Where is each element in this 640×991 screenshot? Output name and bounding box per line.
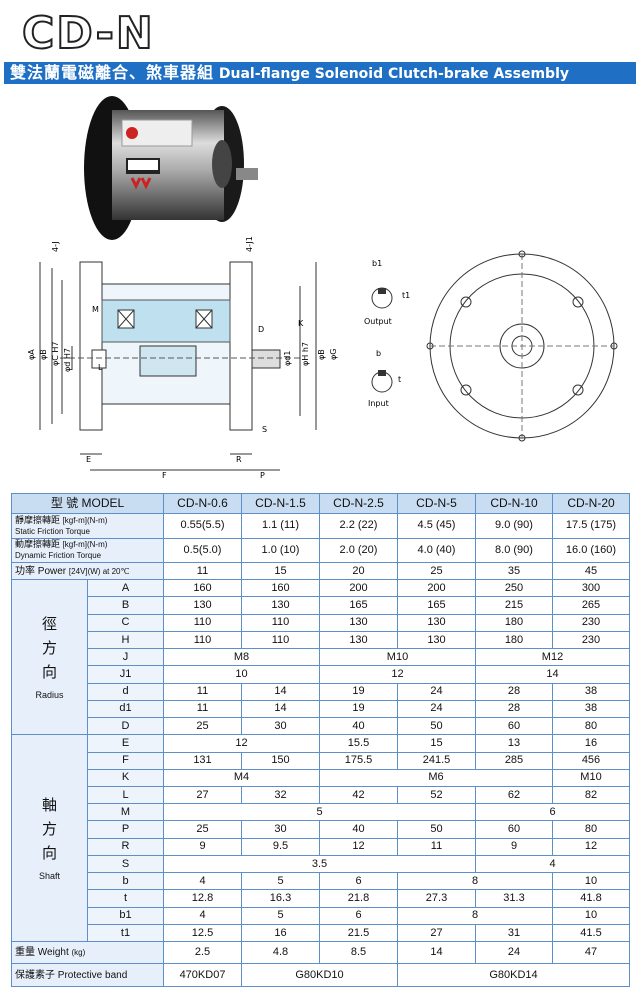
label-phi-b: φB xyxy=(39,349,48,360)
table-row: 動摩擦轉距 [kgf-m](N-m) Dynamic Friction Torq… xyxy=(11,537,630,563)
label-phi-h: φH h7 xyxy=(301,342,310,366)
table-row: 功率 Power [24V](W) at 20℃ 11 15 20 25 35 … xyxy=(11,561,630,581)
label-input: Input xyxy=(368,399,389,408)
svg-text:CD-N: CD-N xyxy=(22,8,155,56)
technical-drawing: 4-J 4-J1 M φA φB φC H7 φd H7 L D K φd1 φ… xyxy=(27,236,618,480)
label-4j1: 4-J1 xyxy=(245,236,254,252)
label-phi-c: φC H7 xyxy=(51,341,60,366)
banner-chinese: 雙法蘭電磁離合、煞車器組 xyxy=(10,63,215,82)
label-4j: 4-J xyxy=(51,241,60,252)
label-phi-b-right: φB xyxy=(317,349,326,360)
power-label: 功率 Power [24V](W) at 20℃ xyxy=(11,561,164,581)
label-d-cap: D xyxy=(258,325,264,334)
label-t: t xyxy=(398,375,401,384)
label-k: K xyxy=(298,319,304,328)
spec-table: 型 號 MODEL CD-N-0.6 CD-N-1.5 CD-N-2.5 CD-… xyxy=(11,492,630,987)
label-b: b xyxy=(376,349,381,358)
product-photo xyxy=(84,96,258,240)
label-phi-d: φd H7 xyxy=(63,348,72,372)
static-torque-label: 靜摩擦轉距 [kgf-m](N-m) Static Friction Torqu… xyxy=(11,513,164,539)
label-m: M xyxy=(92,305,99,314)
dynamic-torque-label: 動摩擦轉距 [kgf-m](N-m) Dynamic Friction Torq… xyxy=(11,537,164,563)
title-banner: 雙法蘭電磁離合、煞車器組 Dual-flange Solenoid Clutch… xyxy=(4,62,636,84)
model-col: CD-N-20 xyxy=(552,492,630,515)
protective-band-label: 保護素子 Protective band xyxy=(11,963,164,987)
banner-english: Dual-flange Solenoid Clutch-brake Assemb… xyxy=(218,66,570,82)
model-header: 型 號 MODEL xyxy=(11,492,164,515)
page-title: CD-N xyxy=(21,8,155,56)
label-phi-a: φA xyxy=(27,349,36,360)
table-row: 靜摩擦轉距 [kgf-m](N-m) Static Friction Torqu… xyxy=(11,513,630,539)
table-row: 保護素子 Protective band 470KD07 G80KD10 G80… xyxy=(11,963,630,987)
model-col: CD-N-2.5 xyxy=(319,492,398,515)
label-r: R xyxy=(236,455,242,464)
model-col: CD-N-0.6 xyxy=(163,492,242,515)
label-phi-d1: φd1 xyxy=(283,351,292,366)
table-header-row: 型 號 MODEL CD-N-0.6 CD-N-1.5 CD-N-2.5 CD-… xyxy=(11,492,630,515)
model-col: CD-N-10 xyxy=(475,492,553,515)
shaft-group-label: 軸 方 向 Shaft xyxy=(11,734,88,943)
label-l: L xyxy=(98,363,103,372)
label-output: Output xyxy=(364,317,392,326)
label-t1: t1 xyxy=(402,291,410,300)
radius-group-label: 徑 方 向 Radius xyxy=(11,579,88,736)
label-b1: b1 xyxy=(372,259,382,268)
weight-label: 重量 Weight (kg) xyxy=(11,941,164,965)
label-phi-g: φG xyxy=(329,349,338,360)
model-col: CD-N-5 xyxy=(397,492,476,515)
model-col: CD-N-1.5 xyxy=(241,492,320,515)
label-e: E xyxy=(86,455,91,464)
label-s: S xyxy=(262,425,267,434)
label-f: F xyxy=(162,471,167,480)
label-p: P xyxy=(260,471,265,480)
